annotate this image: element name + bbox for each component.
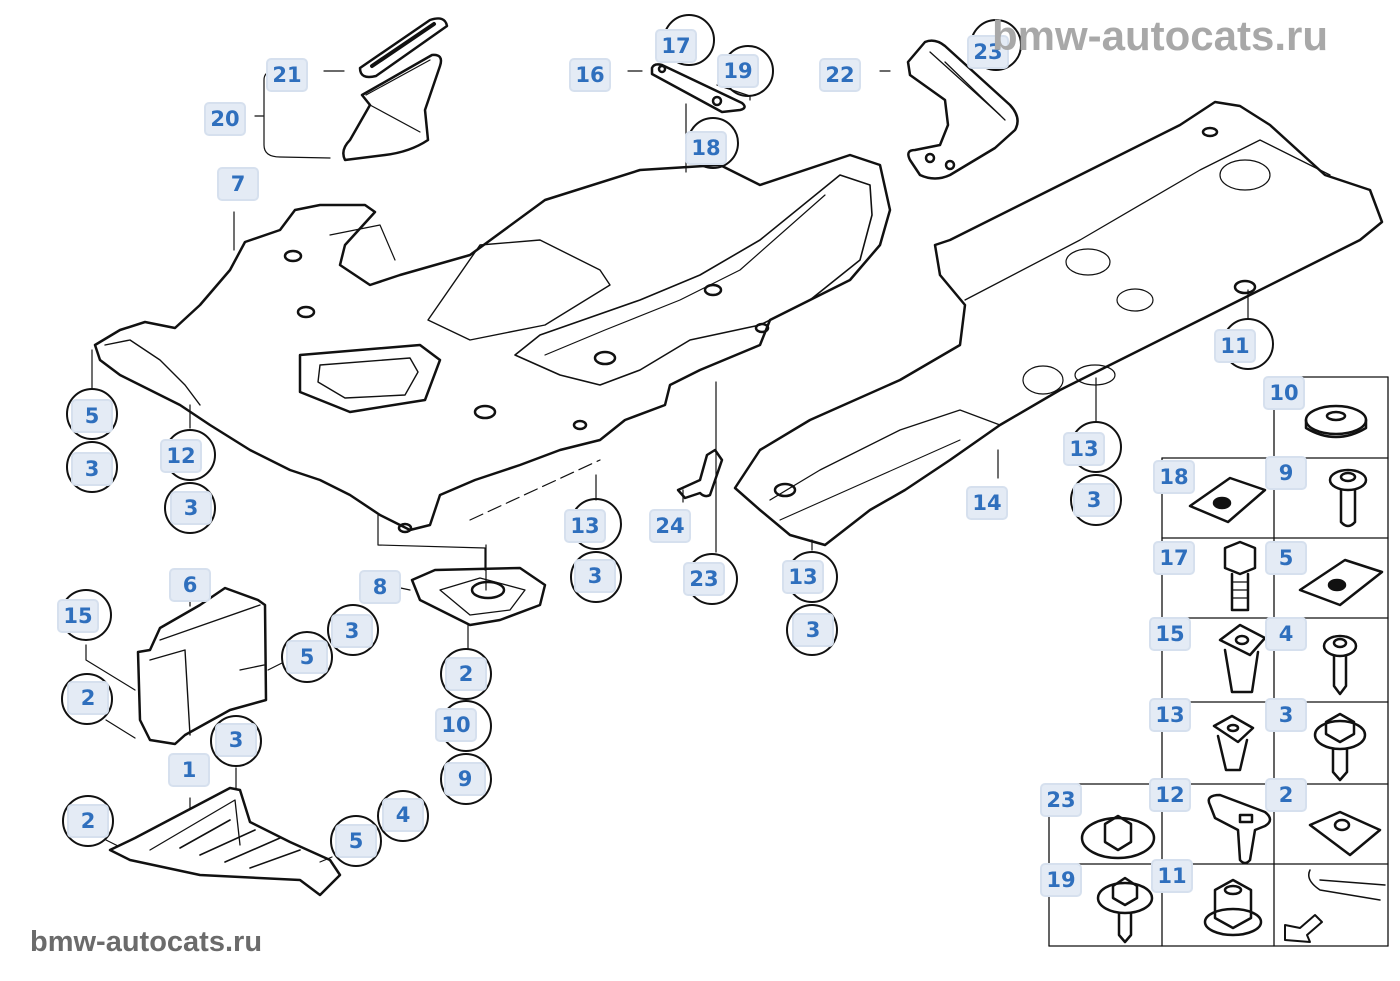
callout-22[interactable]: 22: [819, 58, 861, 92]
callout-14[interactable]: 14: [966, 486, 1008, 520]
part-21-seal: [360, 18, 447, 77]
part-14-rear-underbody-shield: [735, 102, 1382, 545]
callout-13[interactable]: 13: [1063, 432, 1105, 466]
hex-bolt-icon: [1225, 542, 1255, 610]
legend-label-23[interactable]: 23: [1040, 783, 1082, 817]
legend-label-3[interactable]: 3: [1265, 698, 1307, 732]
legend-label-18[interactable]: 18: [1153, 460, 1195, 494]
leader-lines-top-left: [234, 71, 344, 250]
part-20-air-duct: [343, 55, 441, 160]
callout-circle: [66, 441, 118, 493]
callout-3[interactable]: 3: [1073, 483, 1115, 517]
callout-10[interactable]: 10: [435, 708, 477, 742]
callout-3[interactable]: 3: [170, 491, 212, 525]
callout-circle: [327, 604, 379, 656]
watermark-bottom: bmw-autocats.ru: [30, 926, 263, 958]
callout-circle: [164, 482, 216, 534]
legend-label-12[interactable]: 12: [1149, 778, 1191, 812]
callout-4[interactable]: 4: [382, 798, 424, 832]
leader-lines-main: [92, 290, 1248, 570]
callout-6[interactable]: 6: [169, 568, 211, 602]
legend-label-10[interactable]: 10: [1263, 376, 1305, 410]
callout-23[interactable]: 23: [683, 562, 725, 596]
part-16-bracket: [652, 64, 745, 112]
legend-label-13[interactable]: 13: [1149, 698, 1191, 732]
part-22-bracket: [908, 41, 1018, 179]
part-7-front-underbody-shield: [95, 155, 890, 532]
callout-1[interactable]: 1: [168, 753, 210, 787]
callout-circle: [1070, 474, 1122, 526]
callout-circle: [786, 604, 838, 656]
callout-circle: [66, 388, 118, 440]
callout-7[interactable]: 7: [217, 167, 259, 201]
expansion-nut-icon: [1220, 625, 1265, 692]
callout-9[interactable]: 9: [444, 762, 486, 796]
legend-label-5[interactable]: 5: [1265, 541, 1307, 575]
part-1-air-guide: [106, 768, 340, 895]
legend-label-15[interactable]: 15: [1149, 617, 1191, 651]
callout-18[interactable]: 18: [685, 131, 727, 165]
legend-label-19[interactable]: 19: [1040, 863, 1082, 897]
callout-19[interactable]: 19: [717, 54, 759, 88]
expansion-nut-icon: [1214, 716, 1253, 770]
callout-16[interactable]: 16: [569, 58, 611, 92]
vehicle-front-direction-arrow-icon: [1285, 870, 1385, 942]
callout-5[interactable]: 5: [335, 824, 377, 858]
callout-3[interactable]: 3: [574, 559, 616, 593]
hex-collar-tapping-screw-icon: [1098, 878, 1152, 942]
callout-2[interactable]: 2: [67, 804, 109, 838]
callout-circle: [61, 673, 113, 725]
callout-24[interactable]: 24: [649, 509, 691, 543]
callout-13[interactable]: 13: [564, 509, 606, 543]
callout-12[interactable]: 12: [160, 439, 202, 473]
callout-3[interactable]: 3: [215, 723, 257, 757]
plastic-nut-clip-icon: [1209, 795, 1270, 863]
callout-15[interactable]: 15: [57, 599, 99, 633]
spring-nut-clip-icon: [1300, 560, 1382, 605]
callout-11[interactable]: 11: [1214, 329, 1256, 363]
callout-2[interactable]: 2: [445, 657, 487, 691]
callout-circle: [570, 551, 622, 603]
callout-circle: [330, 815, 382, 867]
callout-17[interactable]: 17: [655, 29, 697, 63]
legend-label-4[interactable]: 4: [1265, 617, 1307, 651]
callout-5[interactable]: 5: [71, 399, 113, 433]
legend-label-9[interactable]: 9: [1265, 456, 1307, 490]
part-8-mount: [396, 545, 545, 648]
part-6-air-duct: [86, 588, 282, 744]
callout-circle: [377, 790, 429, 842]
torx-tapping-screw-icon: [1324, 636, 1356, 694]
legend-label-17[interactable]: 17: [1153, 541, 1195, 575]
part-24-bracket: [678, 450, 722, 498]
torx-screw-icon: [1330, 470, 1366, 526]
callout-3[interactable]: 3: [71, 452, 113, 486]
callout-23[interactable]: 23: [967, 35, 1009, 69]
legend-label-2[interactable]: 2: [1265, 778, 1307, 812]
callout-3[interactable]: 3: [331, 614, 373, 648]
hex-nut-with-washer-icon: [1082, 816, 1154, 858]
callout-3[interactable]: 3: [792, 613, 834, 647]
callout-circle: [440, 753, 492, 805]
watermark-top: bmw-autocats.ru: [992, 12, 1329, 59]
spring-nut-clip-icon: [1190, 478, 1265, 522]
callout-5[interactable]: 5: [286, 640, 328, 674]
callout-8[interactable]: 8: [359, 570, 401, 604]
speed-nut-icon: [1310, 812, 1380, 855]
callout-circle: [440, 648, 492, 700]
hex-collar-nut-icon: [1205, 880, 1261, 935]
callout-2[interactable]: 2: [67, 681, 109, 715]
callout-circle: [62, 795, 114, 847]
callout-13[interactable]: 13: [782, 560, 824, 594]
callout-circle: [210, 715, 262, 767]
hex-collar-tapping-screw-icon: [1315, 714, 1365, 780]
legend-label-11[interactable]: 11: [1151, 859, 1193, 893]
callout-20[interactable]: 20: [204, 102, 246, 136]
callout-21[interactable]: 21: [266, 58, 308, 92]
washer-icon: [1306, 406, 1366, 437]
callout-circle: [281, 631, 333, 683]
